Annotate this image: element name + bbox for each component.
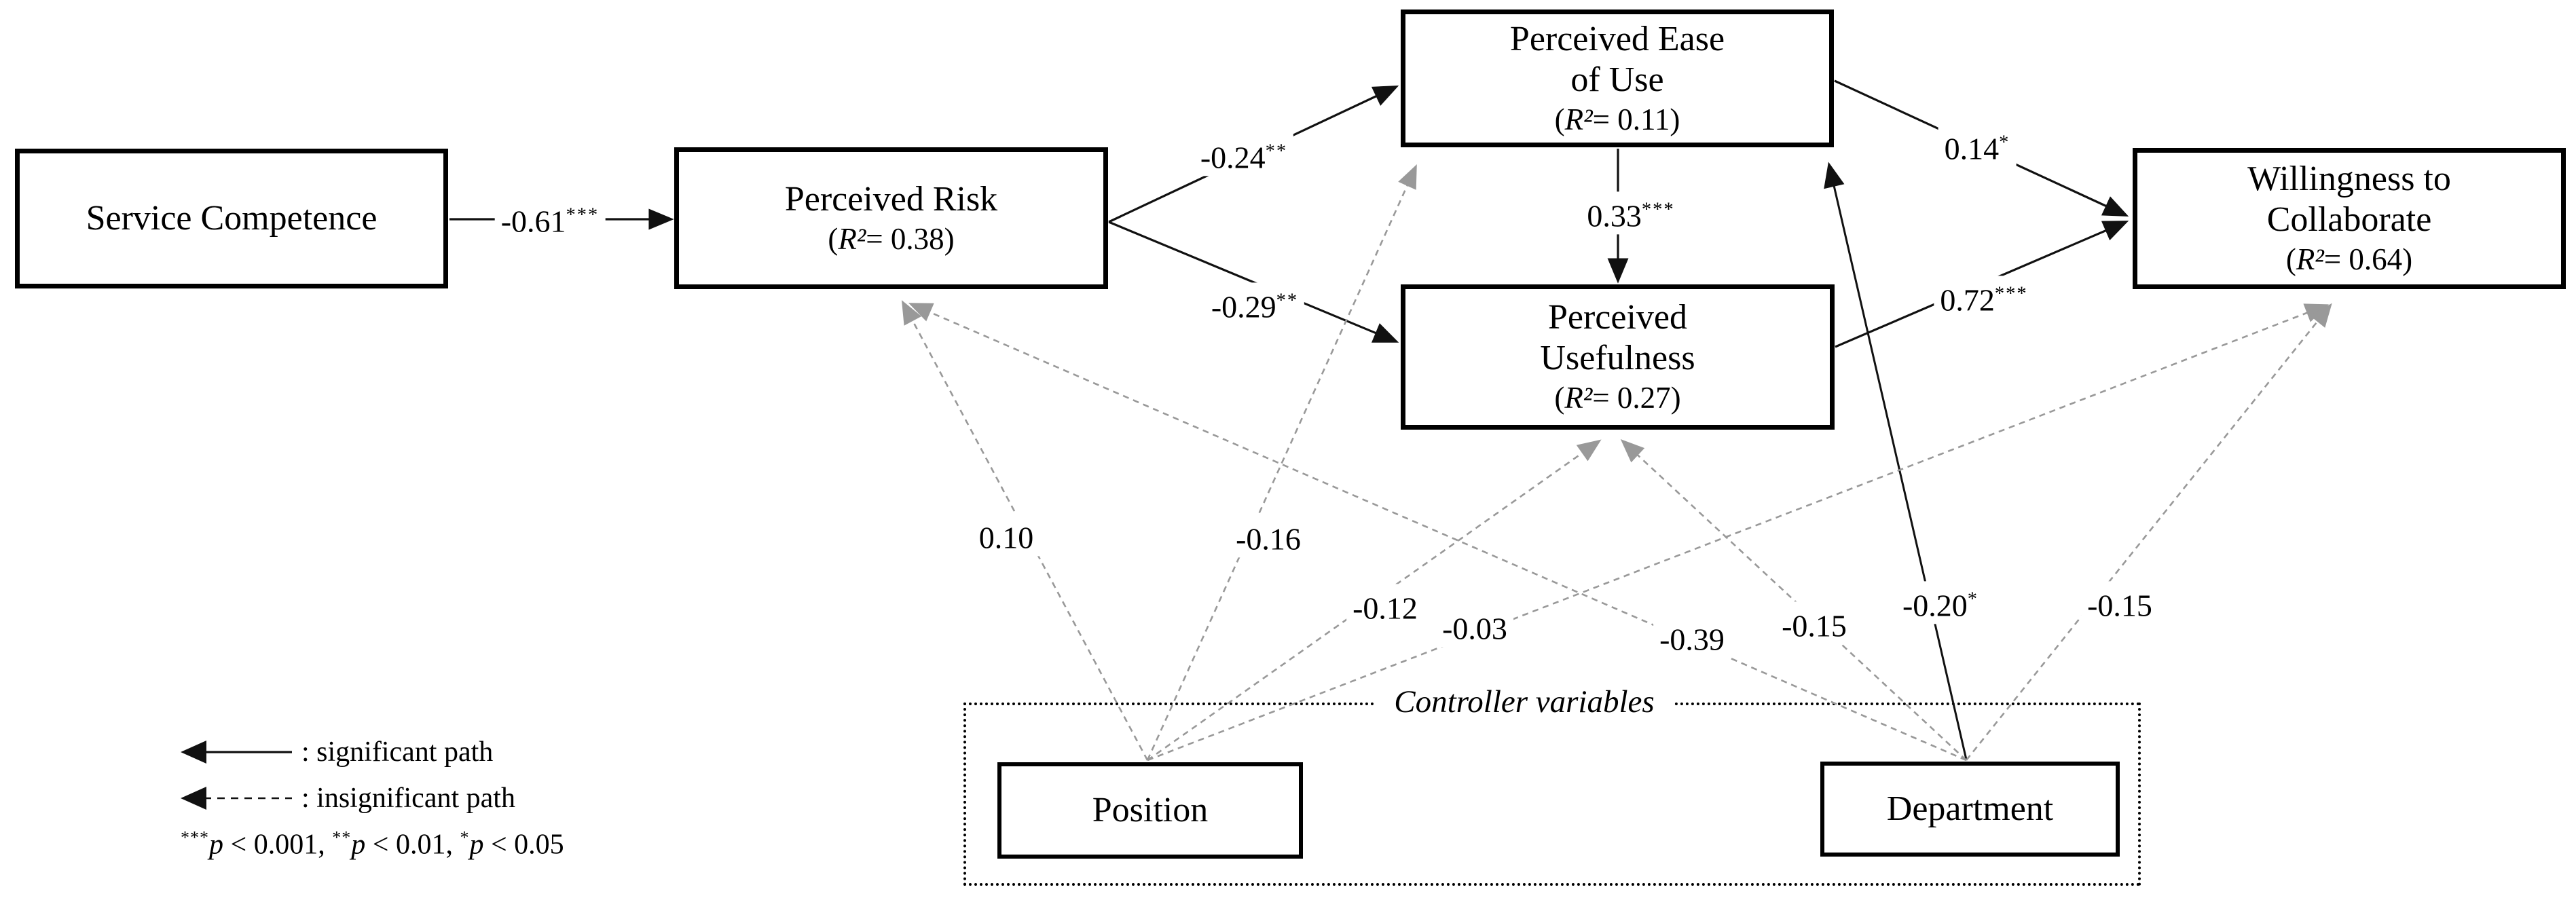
legend-significant-arrow-icon [181, 741, 206, 764]
legend-insignificant-label: : insignificant path [301, 783, 515, 814]
node-perceived-usefulness: Perceived Usefulness (R²= 0.27) [1401, 284, 1835, 430]
node-title: Perceived Risk [784, 179, 998, 219]
coef-department-willingness: -0.15 [2081, 581, 2158, 624]
node-willingness-to-collaborate: Willingness to Collaborate (R²= 0.64) [2133, 148, 2566, 289]
node-perceived-risk: Perceived Risk (R²= 0.38) [674, 147, 1108, 289]
coef-ease-willingness: 0.14* [1938, 124, 2017, 168]
node-service-competence: Service Competence [15, 149, 448, 288]
node-title: Perceived Ease [1509, 19, 1725, 58]
coef-ease-usefulness: 0.33*** [1581, 191, 1681, 235]
node-r2-value: (R²= 0.11) [1554, 102, 1680, 136]
node-title: Collaborate [2266, 200, 2432, 239]
path-line-department-to-perceived-usefulness [1620, 439, 1967, 761]
coef-usefulness-willingness: 0.72*** [1934, 276, 2034, 319]
coef-department-risk: -0.39 [1653, 615, 1731, 658]
node-title: of Use [1570, 60, 1664, 99]
node-perceived-ease-of-use: Perceived Ease of Use (R²= 0.11) [1401, 10, 1834, 147]
coef-risk-ease: -0.24** [1194, 133, 1294, 176]
node-title: Department [1886, 789, 2054, 828]
coef-position-ease: -0.16 [1230, 515, 1307, 558]
legend-significant-label: : significant path [301, 736, 494, 768]
node-r2-value: (R²= 0.38) [828, 221, 955, 256]
node-r2-value: (R²= 0.64) [2285, 242, 2413, 276]
node-title: Willingness to [2247, 160, 2451, 198]
node-title: Perceived [1547, 298, 1687, 337]
path-line-department-to-perceived-risk [908, 303, 1967, 762]
coef-service-competence-risk: -0.61*** [494, 197, 606, 240]
coef-position-usefulness: -0.12 [1346, 584, 1424, 627]
node-r2-value: (R²= 0.27) [1554, 381, 1681, 415]
coef-position-risk: 0.10 [972, 513, 1040, 557]
path-line-department-to-perceived-ease [1824, 162, 1968, 760]
node-department: Department [1820, 762, 2120, 857]
path-line-department-to-willingness [1965, 303, 2332, 761]
legend-insignificant-arrow-icon [181, 787, 206, 810]
significance-note: ***p < 0.001, **p < 0.01, *p < 0.05 [181, 827, 564, 861]
coef-department-ease: -0.20* [1896, 581, 1985, 624]
node-title: Service Competence [86, 199, 378, 238]
path-line-perceived-risk-to-perceived-usefulness [1108, 221, 1399, 343]
node-title: Usefulness [1540, 339, 1695, 377]
coef-risk-usefulness: -0.29** [1204, 282, 1305, 326]
controller-variables-label: Controller variables [1375, 682, 1674, 722]
coef-department-usefulness: -0.15 [1775, 601, 1853, 645]
node-position: Position [997, 762, 1303, 859]
coef-position-willingness: -0.03 [1436, 604, 1513, 648]
node-title: Position [1092, 791, 1209, 829]
path-line-position-to-willingness [1147, 303, 2330, 762]
